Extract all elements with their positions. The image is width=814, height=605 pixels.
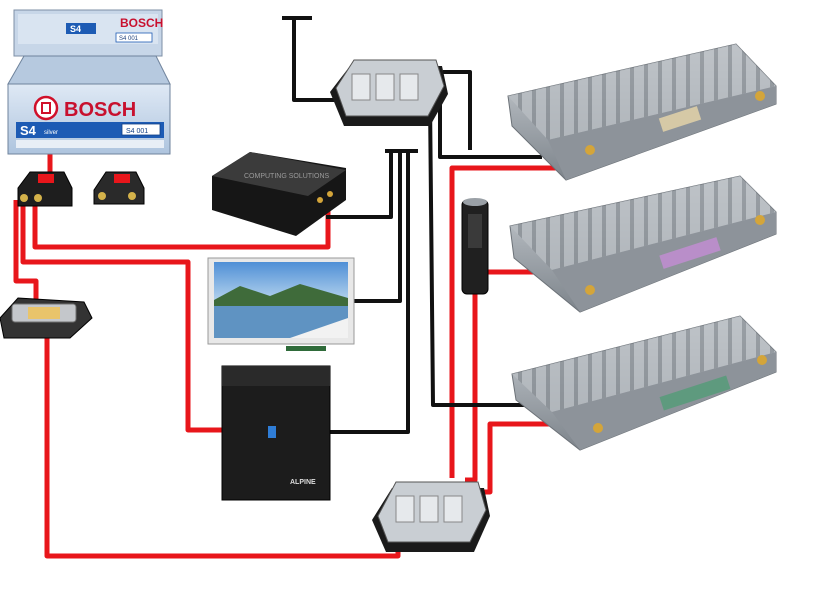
power-wire-to-processor: [32, 200, 331, 250]
power-wire-block-to-amp1: [449, 165, 558, 478]
monitor-display: [207, 257, 355, 351]
amplifier-2: [509, 175, 777, 313]
power-wire-to-headunit: [20, 200, 222, 433]
signal-wire-top-block-to-amp1: [443, 70, 472, 150]
battery-code: S4 001: [126, 128, 148, 135]
power-wire-capacitor-to-amp2: [465, 269, 543, 483]
headunit-brand: ALPINE: [290, 479, 316, 486]
amplifier-3: [511, 315, 777, 451]
battery-grade: silver: [44, 130, 58, 136]
power-wires: [13, 150, 558, 559]
battery-top-code: S4 001: [119, 36, 139, 42]
signal-wire-headunit: [330, 151, 410, 434]
processor-watermark: COMPUTING SOLUTIONS: [244, 173, 330, 180]
bosch-logo-icon: [33, 95, 59, 121]
battery-top-brand: BOSCH: [120, 16, 163, 30]
signal-wire-monitor: [352, 151, 402, 303]
power-capacitor: [461, 198, 489, 295]
signal-wires: [282, 16, 542, 434]
signal-wire-processor: [326, 151, 393, 219]
distribution-block-bottom: [372, 481, 490, 552]
battery-model: S4: [20, 123, 37, 138]
car-battery: BOSCH S4 S4 001 BOSCH S4 silver S4 001: [7, 9, 171, 155]
signal-wire-top-block-to-amp1b: [438, 100, 542, 159]
power-wire-to-inline-fuse: [13, 200, 39, 300]
inline-fuse-holder: [0, 297, 93, 339]
power-wire-block-to-amp3: [482, 421, 552, 495]
battery-terminal-negative: [93, 171, 145, 205]
sound-processor: COMPUTING SOLUTIONS: [212, 152, 346, 236]
signal-wire-top-block-to-amp3: [428, 99, 528, 407]
battery-brand: BOSCH: [64, 99, 136, 121]
head-unit: ALPINE: [221, 365, 331, 501]
amplifier-1: [507, 43, 777, 181]
battery-terminal-positive: [17, 171, 73, 207]
ground-wire-top-drop: [292, 18, 336, 102]
distribution-block-top: [330, 59, 448, 126]
battery-top-model: S4: [70, 24, 81, 34]
